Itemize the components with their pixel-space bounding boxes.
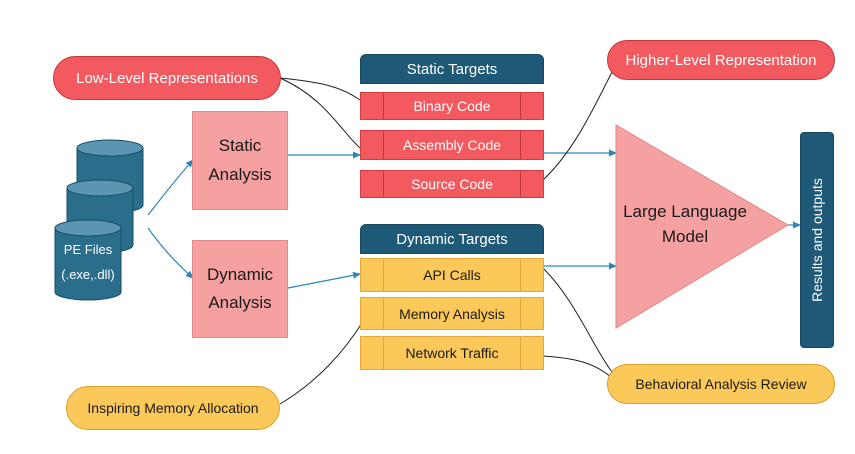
static-targets-header: Static Targets [360, 54, 544, 84]
memory-analysis-label: Memory Analysis [399, 305, 505, 322]
low-level-label: Low-Level Representations [76, 69, 258, 87]
binary-code-label: Binary Code [413, 98, 491, 114]
higher-level-label: Higher-Level Representation [625, 51, 817, 69]
low-level-connector-1 [279, 77, 361, 101]
pe-to-dynamic-arrow [147, 227, 194, 279]
static-target-source-code: Source Code [360, 170, 544, 198]
dynamic-analysis-box: Dynamic Analysis [192, 240, 288, 338]
dynamic-analysis-line1: Dynamic [206, 264, 274, 284]
pe-files-extensions: (.exe,.dll) [61, 267, 115, 282]
inspiring-memory-label: Inspiring Memory Allocation [87, 400, 259, 416]
static-analysis-box: Static Analysis [192, 111, 288, 210]
network-traffic-label: Network Traffic [405, 345, 499, 361]
dynamic-target-api-calls: API Calls [360, 258, 544, 292]
source-code-label: Source Code [411, 176, 493, 192]
behavioral-analysis-review-node: Behavioral Analysis Review [607, 364, 835, 404]
dynamic-analysis-line2: Analysis [208, 293, 272, 312]
behavioral-connector-1 [542, 267, 613, 373]
dynamic-target-network-traffic: Network Traffic [360, 336, 544, 370]
static-target-assembly-code: Assembly Code [360, 130, 544, 160]
results-and-outputs-bar: Results and outputs [800, 132, 834, 348]
higher-level-connector [542, 71, 613, 181]
low-level-connector-2 [279, 77, 361, 149]
dynamic-targets-header: Dynamic Targets [360, 224, 544, 254]
assembly-code-label: Assembly Code [402, 137, 502, 153]
inspiring-memory-connector [279, 319, 365, 405]
dynamic-target-memory-analysis: Memory Analysis [360, 297, 544, 330]
llm-label-line1: Large Language [623, 202, 747, 222]
dynamic-to-targets-arrow [287, 271, 361, 289]
static-targets-title: Static Targets [406, 60, 498, 78]
low-level-representations-node: Low-Level Representations [53, 56, 281, 100]
static-target-binary-code: Binary Code [360, 92, 544, 120]
pe-files-label: PE Files (.exe,.dll) [50, 236, 126, 290]
static-analysis-line1: Static [218, 136, 262, 156]
dynamic-targets-title: Dynamic Targets [396, 230, 508, 248]
database-cylinder-front [54, 219, 122, 301]
results-label: Results and outputs [809, 178, 825, 302]
inspiring-memory-allocation-node: Inspiring Memory Allocation [66, 386, 280, 430]
static-analysis-line2: Analysis [208, 164, 272, 184]
pe-files-title: PE Files [63, 242, 113, 258]
api-calls-label: API Calls [423, 267, 481, 283]
llm-triangle [615, 124, 789, 329]
pe-to-static-arrow [147, 159, 194, 216]
llm-label: Large Language Model [620, 200, 750, 250]
behavioral-review-label: Behavioral Analysis Review [635, 376, 807, 392]
behavioral-connector-2 [542, 355, 613, 379]
higher-level-representation-node: Higher-Level Representation [607, 40, 835, 80]
llm-label-line2: Model [661, 227, 709, 246]
